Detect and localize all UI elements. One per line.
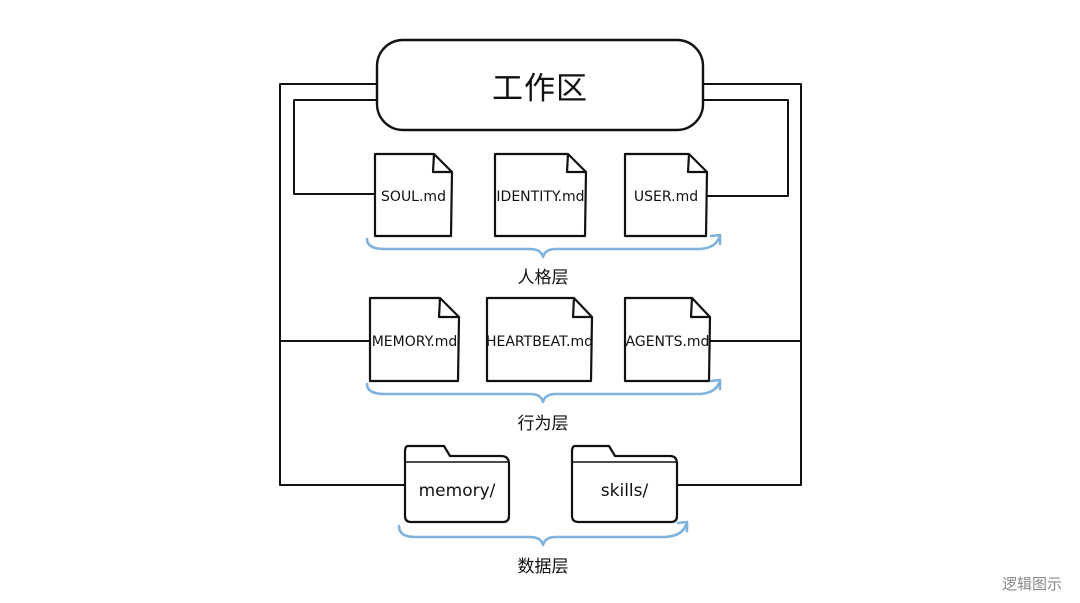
file-label-identity[interactable]: IDENTITY.md xyxy=(496,189,585,205)
layer-label-persona: 人格层 xyxy=(517,267,569,288)
folder-icon-skills xyxy=(570,444,679,524)
folder-label-memory[interactable]: memory/ xyxy=(418,481,496,501)
outer-right-frame xyxy=(676,83,802,486)
file-icon-identity xyxy=(493,152,588,238)
file-icon-user xyxy=(623,152,709,238)
file-icon-soul xyxy=(373,152,454,238)
file-label-agents[interactable]: AGENTS.md xyxy=(625,334,710,350)
workspace-title: 工作区 xyxy=(492,70,588,107)
file-label-user[interactable]: USER.md xyxy=(633,189,699,205)
outer-left-frame xyxy=(279,83,406,486)
folder-label-skills[interactable]: skills/ xyxy=(600,481,649,501)
brace-data xyxy=(397,523,688,547)
brace-behavior-arrowhead xyxy=(709,378,722,391)
file-icon-memory xyxy=(368,296,461,383)
workspace-box xyxy=(375,38,705,132)
file-label-soul[interactable]: SOUL.md xyxy=(381,189,446,205)
file-label-memory[interactable]: MEMORY.md xyxy=(371,334,458,350)
inner-left-frame xyxy=(293,99,378,195)
brace-persona-arrowhead xyxy=(709,233,722,246)
file-icon-heartbeat xyxy=(485,296,594,383)
file-label-heartbeat[interactable]: HEARTBEAT.md xyxy=(485,334,594,350)
layer-label-data: 数据层 xyxy=(517,556,569,577)
file-icon-agents xyxy=(623,296,712,383)
layer-label-behavior: 行为层 xyxy=(517,413,569,434)
brace-behavior xyxy=(365,381,721,404)
inner-right-frame xyxy=(702,99,789,197)
folder-icon-memory xyxy=(403,444,511,524)
brace-persona xyxy=(365,236,721,259)
watermark: 逻辑图示 xyxy=(1001,574,1062,593)
brace-data-arrowhead xyxy=(676,520,689,533)
